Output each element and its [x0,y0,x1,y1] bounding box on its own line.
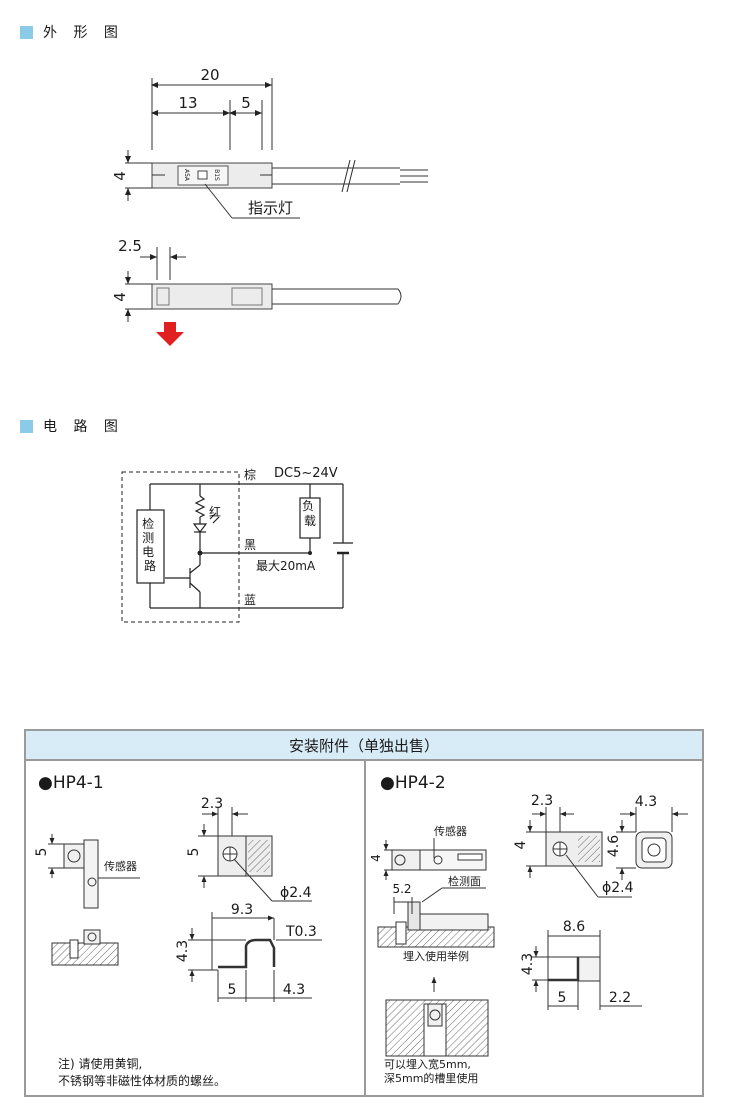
load-label-char-2: 载 [304,514,316,528]
hp41-note-line2: 不锈钢等非磁性体材质的螺丝。 [58,1073,226,1088]
section-circuit-header: 电 路 图 [20,416,124,436]
wire-brown-label: 棕 [244,467,256,482]
led-label: 红 [209,504,221,519]
hp42-detect-face: 检测面 [448,874,481,888]
hp42-dim-phi: ϕ2.4 [602,880,634,896]
dim-height-top: 4 [111,171,129,181]
hp41-dim-9-3: 9.3 [231,902,253,918]
hp42-dim-2-3: 2.3 [531,793,553,809]
dim-13: 13 [178,94,197,112]
detect-char-2: 测 [142,531,154,545]
hp41-dim-5-bottom: 5 [228,982,237,998]
dim-total: 20 [200,66,219,84]
hp41-dim-4-3-h: 4.3 [175,940,191,962]
wire-black-label: 黑 [244,538,256,552]
section-marker [20,419,33,433]
wire-blue-label: 蓝 [244,593,256,607]
detect-char-4: 路 [144,558,156,573]
supply-label: DC5~24V [274,466,338,481]
detect-circuit-label: 检 测 电 路 [142,516,158,573]
hp42-note-line1: 可以埋入宽5mm, [384,1057,471,1071]
dim-height-bottom: 4 [111,292,129,302]
section-outline-title: 外 形 图 [43,25,124,41]
hp42-dim-2-2: 2.2 [609,990,631,1006]
direction-arrow-icon [156,322,184,346]
hp41-dim-phi: ϕ2.4 [280,885,312,901]
section-marker [20,25,33,39]
hp42-dim-4-left: 4 [369,854,383,862]
hp42-drawing: ●HP4-2 [369,773,688,1085]
hp41-dim-5-front: 5 [186,848,202,857]
indicator-label: 指示灯 [248,199,293,217]
hp41-drawing: ●HP4-1 [34,773,322,1088]
dim-5: 5 [241,94,251,112]
hp41-note-line1: 注) 请使用黄铜, [58,1056,142,1071]
accessory-title: 安装附件（单独出售） [26,731,702,761]
load-label-char-1: 负 [302,499,314,513]
hp42-dim-4: 4 [513,840,529,849]
detect-char-1: 检 [142,516,154,531]
hp41-name: ●HP4-1 [38,773,104,793]
hp42-dim-4-6: 4.6 [606,835,622,857]
section-circuit-title: 电 路 图 [43,419,124,435]
hp41-dim-t: T0.3 [285,924,317,940]
hp42-sensor-label: 传感器 [434,825,467,838]
hp42-name: ●HP4-2 [380,773,446,793]
section-outline-header: 外 形 图 [20,22,124,42]
accessory-panel: 安装附件（单独出售） ●HP4-1 [24,729,704,1097]
hp41-sensor-label: 传感器 [104,860,137,873]
hp42-dim-8-6: 8.6 [563,919,585,935]
max-current-label: 最大20mA [256,559,316,573]
hp42-embed-example: 埋入使用举例 [403,949,469,963]
hp42-dim-4-3-h: 4.3 [520,953,536,975]
hp42-dim-5-2: 5.2 [392,882,411,896]
panel-divider [364,761,366,1095]
body-mark-b: B1S [213,169,220,181]
hp41-dim-4-3-bottom: 4.3 [283,982,305,998]
hp42-note-line2: 深5mm的槽里使用 [384,1071,478,1085]
hp42-dim-5: 5 [558,990,567,1006]
circuit-diagram: 棕 DC5~24V 红 负 载 黑 最大20mA 蓝 检 测 电 路 [121,466,353,623]
hp41-dim-2-3: 2.3 [201,796,223,812]
outline-drawing: 20 13 5 4 A5A B1S 指示灯 2.5 4 [111,66,428,346]
hp42-dim-4-3-top: 4.3 [635,794,657,810]
hp41-dim-5-side: 5 [34,848,50,857]
dim-offset: 2.5 [118,237,142,255]
detect-char-3: 电 [142,545,154,559]
body-mark-a: A5A [183,169,190,182]
load-label: 负 载 [302,499,318,528]
